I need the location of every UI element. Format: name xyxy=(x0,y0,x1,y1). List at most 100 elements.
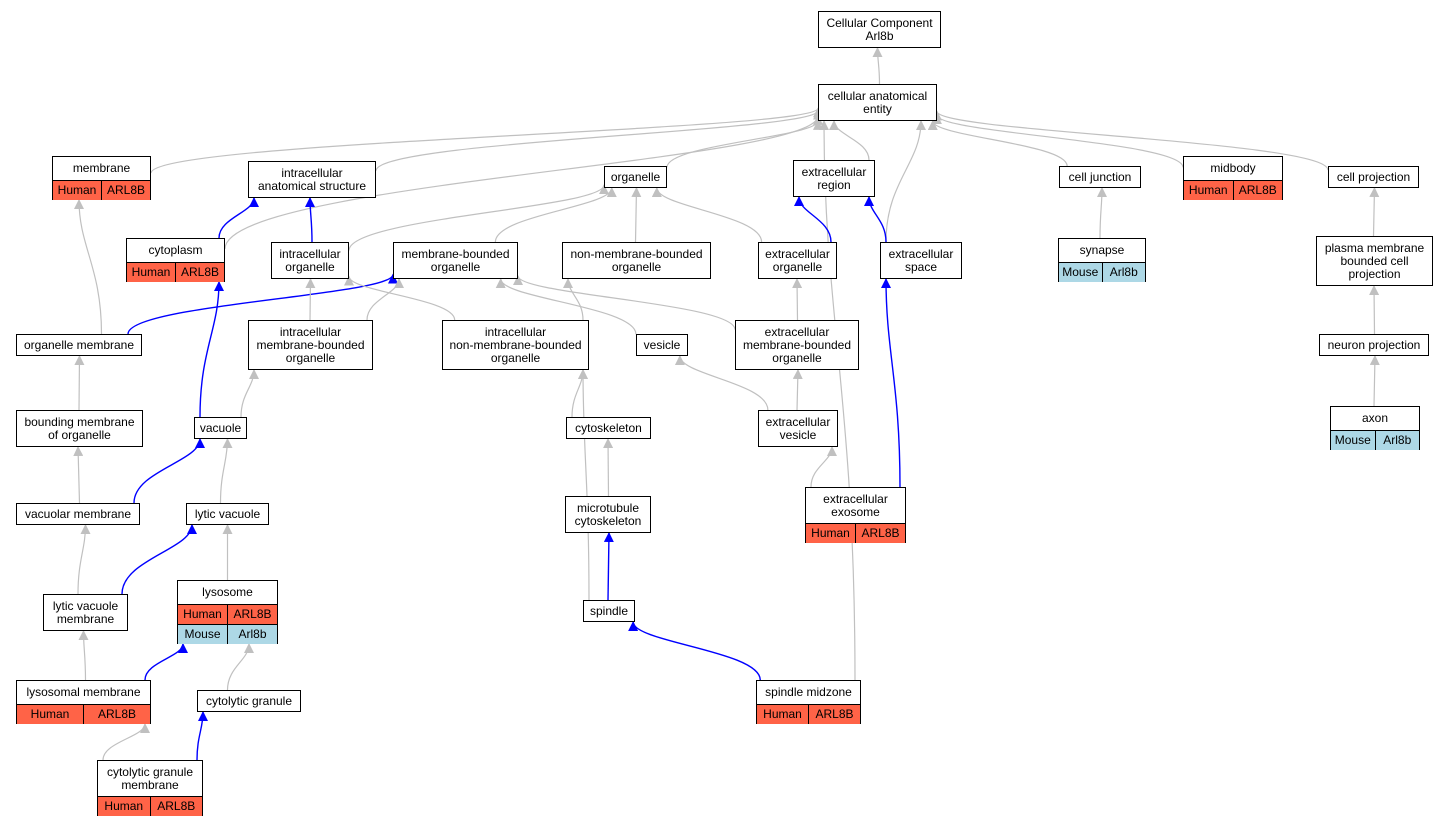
node-label: non-membrane-bounded organelle xyxy=(570,247,703,274)
node-label: extracellular exosome xyxy=(823,491,888,519)
node-label: organelle membrane xyxy=(23,338,135,352)
node-label: cytoplasm xyxy=(148,243,203,257)
species-cell: Human xyxy=(1188,183,1228,197)
node-label: neuron projection xyxy=(1327,338,1421,352)
node-nmbo[interactable]: non-membrane-bounded organelle xyxy=(562,242,711,279)
node-label: cytolytic granule xyxy=(205,694,293,708)
edge-exr-to-cae xyxy=(829,120,870,161)
species-cell: Human xyxy=(30,707,70,721)
node-imbo[interactable]: intracellular membrane-bounded organelle xyxy=(248,320,373,370)
node-vesicle[interactable]: vesicle xyxy=(636,334,688,356)
gene-cell: Arl8b xyxy=(1374,431,1420,450)
node-inmbo[interactable]: intracellular non-membrane-bounded organ… xyxy=(442,320,589,370)
edge-lm-to-lvm xyxy=(78,630,89,681)
node-lvm[interactable]: lytic vacuole membrane xyxy=(43,594,128,631)
edge-cp-to-cae xyxy=(932,110,1329,171)
edge-mtc-to-cytoskeleton xyxy=(603,438,614,497)
gene-cell: ARL8B xyxy=(855,524,905,543)
edge-vesicle-to-mbo xyxy=(495,278,637,335)
edge-imbo-to-io xyxy=(305,278,316,321)
node-spindle[interactable]: spindle xyxy=(583,600,635,622)
node-mbo[interactable]: membrane-bounded organelle xyxy=(393,242,518,279)
edge-organelle-to-cae xyxy=(666,119,823,168)
edge-cj-to-cae xyxy=(927,120,1068,167)
edge-spindle-to-mtc xyxy=(603,532,614,601)
node-label: vesicle xyxy=(643,338,681,352)
edge-smz-to-cae xyxy=(819,120,856,681)
node-cae[interactable]: cellular anatomical entity xyxy=(818,84,937,121)
edge-vm-to-vacuole xyxy=(133,438,205,504)
node-label: organelle xyxy=(610,170,661,184)
node-exo[interactable]: extracellular organelle xyxy=(758,242,837,279)
edge-om-to-membrane xyxy=(74,199,103,335)
gene-cell: ARL8B xyxy=(149,797,203,816)
edge-cytoskeleton-to-inmbo xyxy=(571,369,588,418)
node-vacuole[interactable]: vacuole xyxy=(194,417,247,439)
species-cell: Mouse xyxy=(1334,433,1371,447)
edge-cgm-to-cg xyxy=(196,711,208,761)
node-label: extracellular vesicle xyxy=(765,415,831,442)
node-cg[interactable]: cytolytic granule xyxy=(197,690,301,712)
node-exs[interactable]: extracellular space xyxy=(880,242,962,279)
gene-cell: ARL8B xyxy=(227,605,277,624)
node-mtc[interactable]: microtubule cytoskeleton xyxy=(565,496,651,533)
edge-exs-to-exr xyxy=(864,196,887,243)
node-exmbo[interactable]: extracellular membrane-bounded organelle xyxy=(735,320,859,370)
edge-cg-to-lysosome xyxy=(226,643,254,691)
node-label: membrane-bounded organelle xyxy=(401,247,510,274)
node-io[interactable]: intracellular organelle xyxy=(271,242,349,279)
node-cp[interactable]: cell projection xyxy=(1328,166,1419,188)
edge-inmbo-to-nmbo xyxy=(563,278,584,321)
node-organelle[interactable]: organelle xyxy=(604,166,667,188)
edge-inmbo-to-io xyxy=(344,275,456,321)
species-cell: Human xyxy=(104,799,144,813)
node-label: lytic vacuole membrane xyxy=(52,599,119,626)
node-exr[interactable]: extracellular region xyxy=(793,160,875,197)
edge-cgm-to-lm xyxy=(102,723,150,761)
node-ias[interactable]: intracellular anatomical structure xyxy=(248,161,376,198)
node-pmbcp[interactable]: plasma membrane bounded cell projection xyxy=(1316,236,1433,286)
node-label: intracellular anatomical structure xyxy=(257,166,367,193)
edge-io-to-ias xyxy=(305,197,316,243)
node-bmo[interactable]: bounding membrane of organelle xyxy=(16,410,143,447)
edge-axon-to-np xyxy=(1369,355,1380,407)
gene-cell: ARL8B xyxy=(83,705,150,724)
node-exv[interactable]: extracellular vesicle xyxy=(758,410,838,447)
node-vm[interactable]: vacuolar membrane xyxy=(16,503,140,525)
edge-exmbo-to-mbo xyxy=(513,274,736,330)
edge-lvm-to-lv xyxy=(121,524,197,595)
edge-exosome-to-exv xyxy=(810,446,837,488)
edge-lm-to-lysosome xyxy=(144,643,188,681)
node-cytoskeleton[interactable]: cytoskeleton xyxy=(566,417,651,439)
node-cj[interactable]: cell junction xyxy=(1059,166,1141,188)
node-root[interactable]: Cellular Component Arl8b xyxy=(818,11,941,48)
node-label: synapse xyxy=(1079,243,1125,257)
node-np[interactable]: neuron projection xyxy=(1319,334,1429,356)
node-om[interactable]: organelle membrane xyxy=(16,334,142,356)
species-cell: Human xyxy=(57,183,97,197)
edge-exv-to-exmbo xyxy=(792,369,803,411)
edge-nmbo-to-organelle xyxy=(631,187,642,243)
node-lv[interactable]: lytic vacuole xyxy=(186,503,269,525)
edge-cytoplasm-to-ias xyxy=(218,197,259,239)
node-label: intracellular membrane-bounded organelle xyxy=(256,325,365,365)
node-label: microtubule cytoskeleton xyxy=(574,501,642,528)
node-label: lysosomal membrane xyxy=(26,685,141,699)
node-label: cellular anatomical entity xyxy=(827,89,928,116)
